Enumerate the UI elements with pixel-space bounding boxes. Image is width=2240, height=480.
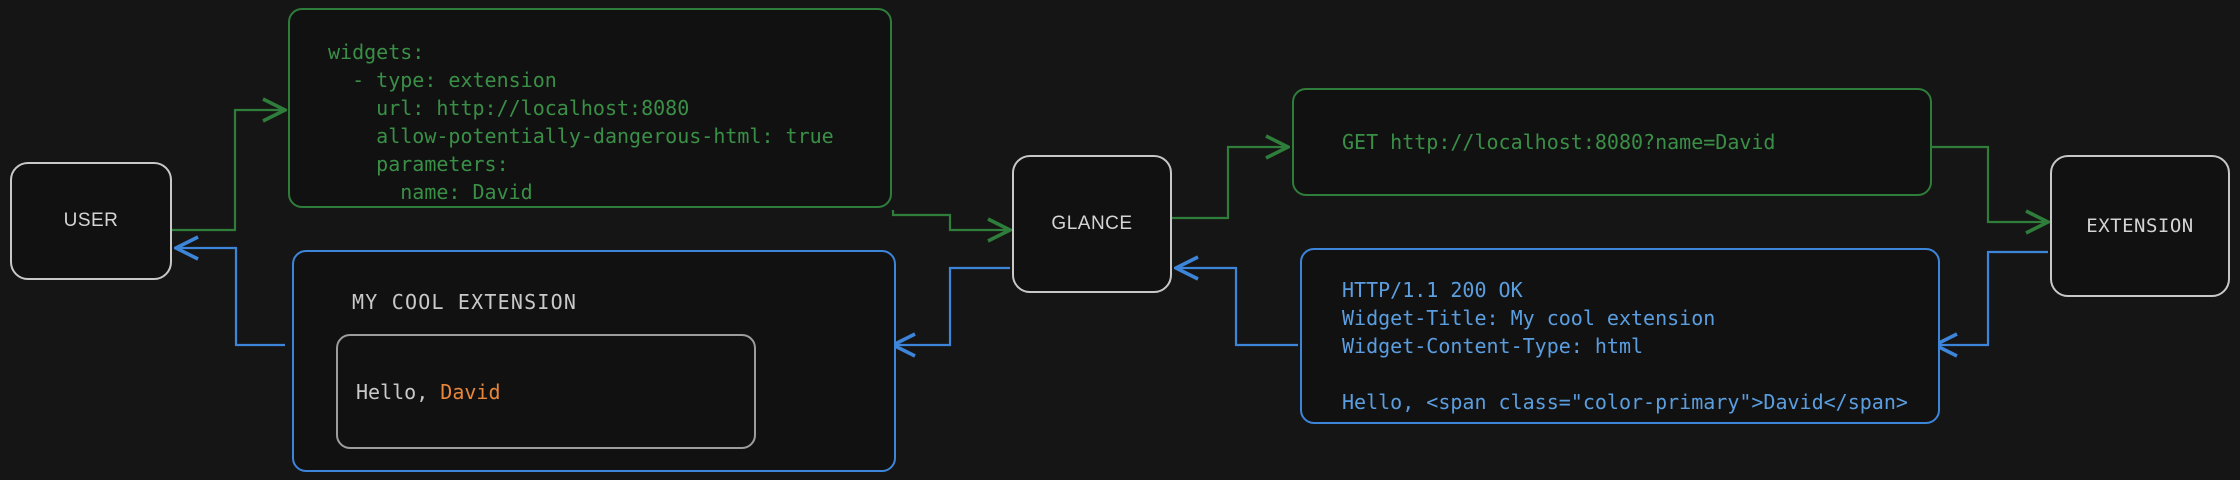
- panel-get-request: GET http://localhost:8080?name=David: [1292, 88, 1932, 196]
- panel-config-yaml: widgets: - type: extension url: http://l…: [288, 8, 892, 208]
- wire-config-to-glance: [891, 210, 1010, 230]
- wire-response-to-glance: [1176, 268, 1298, 347]
- rendered-widget-title: MY COOL EXTENSION: [352, 290, 578, 314]
- node-user[interactable]: USER: [10, 162, 172, 280]
- greeting-name: David: [440, 379, 501, 404]
- http-response-text: HTTP/1.1 200 OK Widget-Title: My cool ex…: [1342, 278, 1908, 414]
- node-extension[interactable]: EXTENSION: [2050, 155, 2230, 297]
- config-yaml-text: widgets: - type: extension url: http://l…: [328, 40, 834, 204]
- panel-rendered-widget: MY COOL EXTENSION Hello, David: [292, 250, 896, 472]
- wire-widget-to-user: [176, 248, 285, 347]
- node-glance[interactable]: GLANCE: [1012, 155, 1172, 293]
- node-extension-label: EXTENSION: [2086, 215, 2194, 237]
- node-user-label: USER: [63, 210, 119, 231]
- rendered-widget-body-box: Hello, David: [336, 334, 756, 449]
- wire-glance-to-get: [1170, 147, 1288, 220]
- wire-user-to-config: [172, 110, 285, 232]
- panel-http-response: HTTP/1.1 200 OK Widget-Title: My cool ex…: [1300, 248, 1940, 424]
- node-glance-label: GLANCE: [1051, 213, 1133, 234]
- wire-get-to-extension: [1930, 145, 2048, 222]
- wire-glance-to-widget: [893, 266, 1010, 345]
- wire-extension-to-response: [1935, 250, 2048, 345]
- greeting-prefix: Hello,: [356, 379, 441, 404]
- rendered-widget-greeting: Hello, David: [356, 380, 501, 404]
- get-request-text: GET http://localhost:8080?name=David: [1342, 130, 1776, 154]
